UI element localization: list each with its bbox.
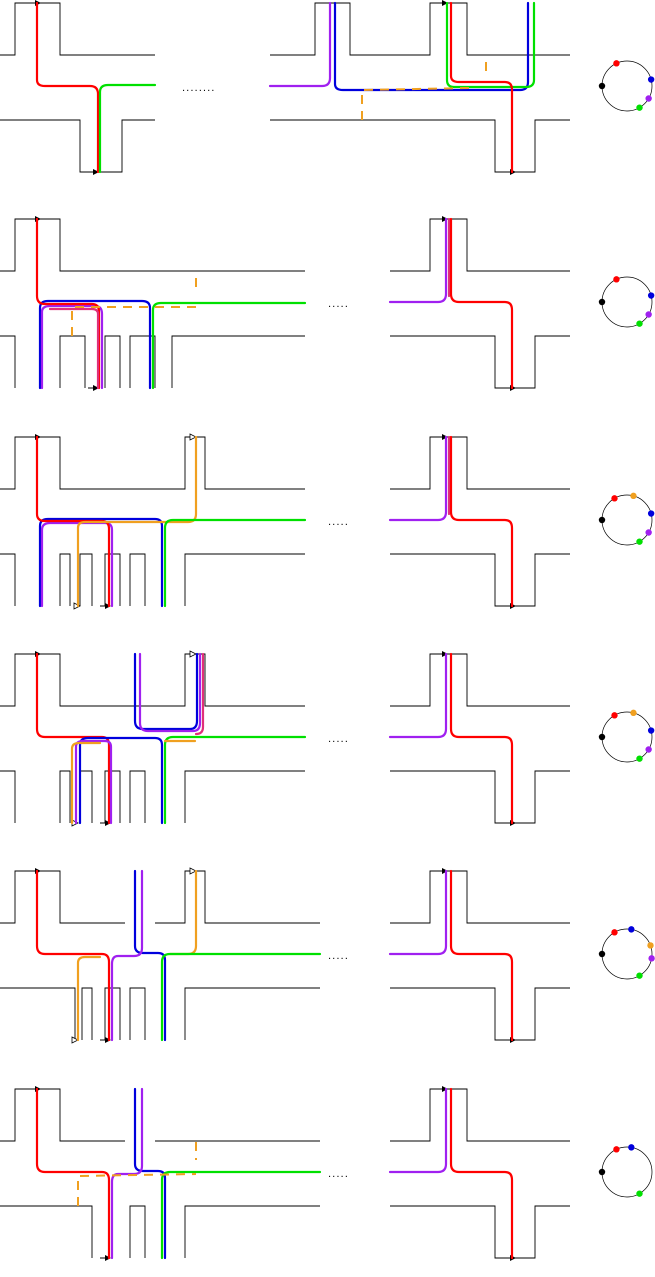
ring-3 <box>601 494 653 546</box>
ring-dot-green <box>636 755 643 762</box>
ellipsis: ..... <box>328 517 349 528</box>
ring-dot-red <box>611 712 618 719</box>
blue-path <box>333 1 530 92</box>
panel-2: ..... <box>0 216 653 391</box>
ring-dot-blue <box>647 292 655 299</box>
panel-4: ..... <box>0 650 653 827</box>
purple-path <box>268 1 332 88</box>
ring-dot-black <box>598 516 606 524</box>
panel-6: ..... <box>0 1086 653 1261</box>
ring-dot-green <box>636 320 643 327</box>
ring-1 <box>601 60 653 112</box>
ring-dot-green <box>636 104 643 111</box>
ring-dot-purple <box>645 529 652 536</box>
ellipsis: ..... <box>328 734 349 745</box>
red-path <box>35 1 100 174</box>
ring-dot-red <box>613 60 620 67</box>
ring-6 <box>601 1146 653 1198</box>
panel-3: ..... <box>0 433 653 610</box>
red-path <box>449 1 514 174</box>
panel-1: ........ <box>0 0 653 175</box>
ring-dot-blue <box>647 727 655 734</box>
panel-5: ..... <box>0 867 653 1044</box>
green-path <box>445 1 536 89</box>
ring-4 <box>601 711 653 763</box>
ring-dot-black <box>598 82 606 90</box>
ring-dot-black <box>598 733 606 741</box>
ring-dot-purple <box>645 95 652 102</box>
ring-dot-black <box>598 298 606 306</box>
ellipsis: ..... <box>328 951 349 962</box>
ellipsis: ..... <box>328 1169 349 1180</box>
ring-dot-black <box>598 950 606 958</box>
ring-dot-green <box>636 1190 643 1197</box>
ring-dot-purple <box>645 311 652 318</box>
ring-dot-blue <box>628 926 635 933</box>
ring-dot-blue <box>628 1144 635 1151</box>
orange-dashed-path <box>361 62 487 120</box>
ring-dot-red <box>613 1146 620 1153</box>
ellipsis: ........ <box>182 83 215 94</box>
ring-dot-red <box>611 495 618 502</box>
ring-5 <box>601 928 653 980</box>
ring-dot-black <box>598 1168 606 1176</box>
ring-dots <box>598 60 655 1197</box>
ring-dot-purple <box>645 746 652 753</box>
green-path <box>98 83 157 174</box>
ellipsis: ..... <box>328 299 349 310</box>
ring-dot-green <box>636 538 643 545</box>
ring-2 <box>601 276 653 328</box>
ring-dot-purple <box>648 955 655 962</box>
ring-dot-blue <box>647 76 655 83</box>
ring-dot-red <box>611 929 618 936</box>
ring-dot-blue <box>647 510 655 517</box>
ring-dot-orange <box>647 942 654 949</box>
ring-dot-green <box>636 972 643 979</box>
ring-dot-orange <box>630 492 637 500</box>
ring-dot-orange <box>630 709 637 717</box>
ring-dot-red <box>613 276 620 283</box>
